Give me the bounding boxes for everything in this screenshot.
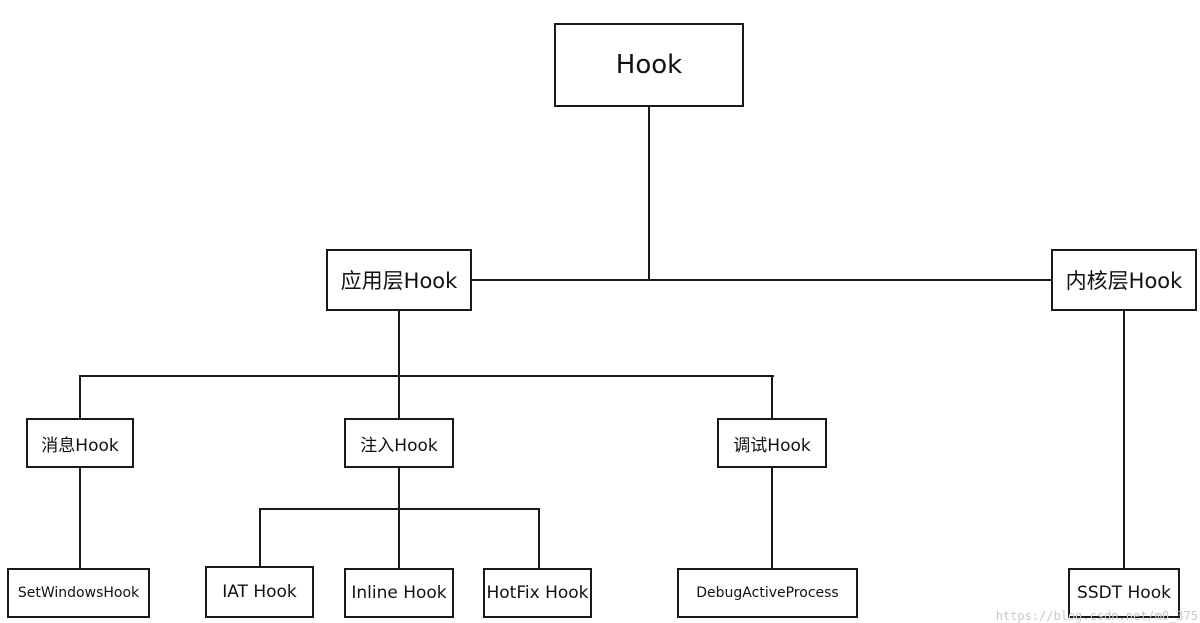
connector-app-bar	[79, 375, 774, 377]
connector-app-down	[398, 311, 400, 376]
connector-to-hotfix	[538, 508, 540, 568]
connector-to-injection	[398, 375, 400, 418]
connector-to-inline	[398, 508, 400, 568]
connector-kernel-down	[1123, 311, 1125, 568]
node-app-layer-hook: 应用层Hook	[326, 249, 472, 311]
node-kernel-layer-hook: 内核层Hook	[1051, 249, 1197, 311]
node-ssdt-hook: SSDT Hook	[1068, 568, 1180, 618]
node-message-hook: 消息Hook	[26, 418, 134, 468]
connector-to-debug	[771, 375, 773, 418]
node-hotfix-hook: HotFix Hook	[483, 568, 592, 618]
watermark-url: https://blog.csdn.net/m0_375	[995, 609, 1198, 623]
node-set-windows-hook: SetWindowsHook	[7, 568, 150, 618]
node-debug-hook: 调试Hook	[717, 418, 827, 468]
connector-to-message	[79, 375, 81, 418]
connector-message-down	[79, 468, 81, 568]
node-inline-hook: Inline Hook	[344, 568, 454, 618]
node-hook: Hook	[554, 23, 744, 107]
node-injection-hook: 注入Hook	[344, 418, 454, 468]
connector-layer-bar	[472, 279, 1051, 281]
connector-debug-down	[771, 468, 773, 568]
connector-injection-down	[398, 468, 400, 510]
node-iat-hook: IAT Hook	[205, 566, 314, 618]
connector-root-down	[648, 107, 650, 280]
node-debug-active-process: DebugActiveProcess	[677, 568, 858, 618]
connector-to-iat	[259, 508, 261, 566]
